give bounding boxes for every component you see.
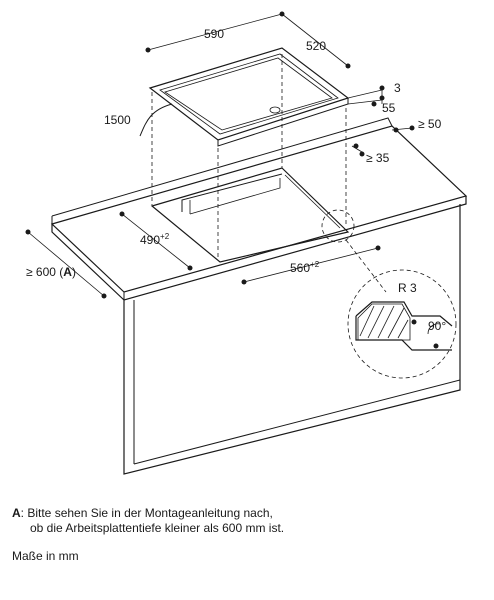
footnote-a-label: A xyxy=(12,506,21,520)
cabinet xyxy=(123,204,461,475)
dim-worktop-depth: ≥ 600 (A) xyxy=(26,265,76,279)
worktop xyxy=(50,117,468,301)
dim-rear-distance: ≥ 50 xyxy=(418,117,442,131)
dim-radius: R 3 xyxy=(398,281,417,295)
dim-hob-height-55: 55 xyxy=(382,101,396,115)
dim-hob-depth: 520 xyxy=(306,39,326,53)
dim-cutout-depth: 490+2 xyxy=(140,232,170,247)
dim-cable-length: 1500 xyxy=(104,113,131,127)
detail-callout xyxy=(321,209,457,379)
footnote-a: A: Bitte sehen Sie in der Montageanleitu… xyxy=(12,506,284,536)
units-note: Maße in mm xyxy=(12,549,79,563)
dim-cutout-width: 560+2 xyxy=(290,260,320,275)
worktop-cutout xyxy=(150,167,350,263)
footnote-a-colon: : xyxy=(20,506,28,520)
dim-hob-height-3: 3 xyxy=(394,81,401,95)
footnote-a-line1: Bitte sehen Sie in der Montageanleitung … xyxy=(27,506,273,520)
projection-lines xyxy=(151,54,347,258)
installation-diagram: 590 520 3 55 1500 ≥ 50 ≥ 35 490+2 560+2 … xyxy=(25,11,468,475)
dimension-lines xyxy=(25,11,415,299)
cable xyxy=(139,103,173,137)
dim-side-distance: ≥ 35 xyxy=(366,151,390,165)
footnote-a-line2: ob die Arbeitsplattentiefe kleiner als 6… xyxy=(30,521,285,535)
dim-hob-width: 590 xyxy=(204,27,224,41)
hob xyxy=(148,47,350,147)
dim-angle: 90° xyxy=(428,319,446,333)
